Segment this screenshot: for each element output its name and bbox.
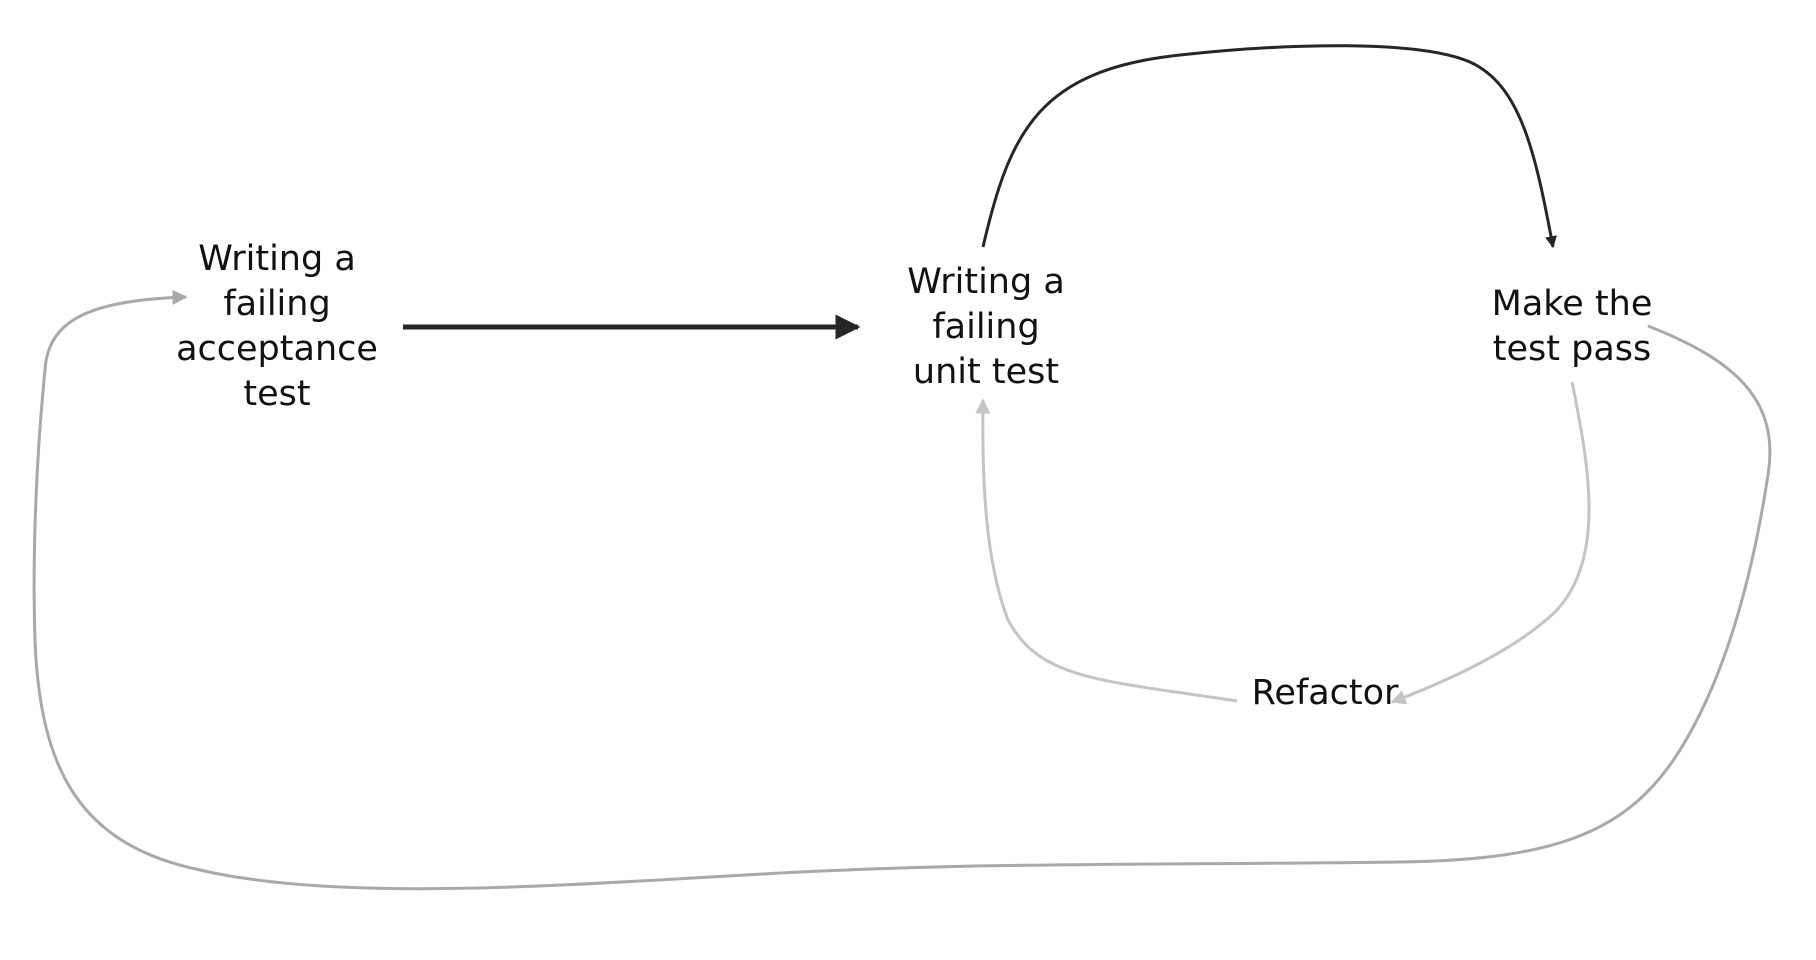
node-label-line: test pass xyxy=(1492,329,1652,369)
node-refactor: Refactor xyxy=(1252,671,1399,716)
node-label-line: Make the xyxy=(1491,284,1653,324)
node-label-line: failing xyxy=(932,307,1040,347)
node-label-line: failing xyxy=(223,284,331,324)
edge-refactor-to-unit xyxy=(975,398,1238,703)
node-label-line: Writing a xyxy=(198,239,356,279)
node-label-line: Refactor xyxy=(1251,673,1399,713)
node-label-line: acceptance xyxy=(176,329,378,369)
node-label-line: Writing a xyxy=(907,262,1065,302)
node-make-test-pass: Make the test pass xyxy=(1492,282,1653,372)
node-writing-failing-unit-test: Writing a failing unit test xyxy=(907,260,1065,395)
node-label-line: test xyxy=(243,374,311,414)
edge-unit-to-pass xyxy=(981,44,1557,249)
node-writing-failing-acceptance-test: Writing a failing acceptance test xyxy=(176,237,378,417)
edge-pass-to-refactor xyxy=(1390,381,1591,705)
edge-pass-to-acceptance xyxy=(32,289,1772,891)
node-label-line: unit test xyxy=(912,352,1060,392)
